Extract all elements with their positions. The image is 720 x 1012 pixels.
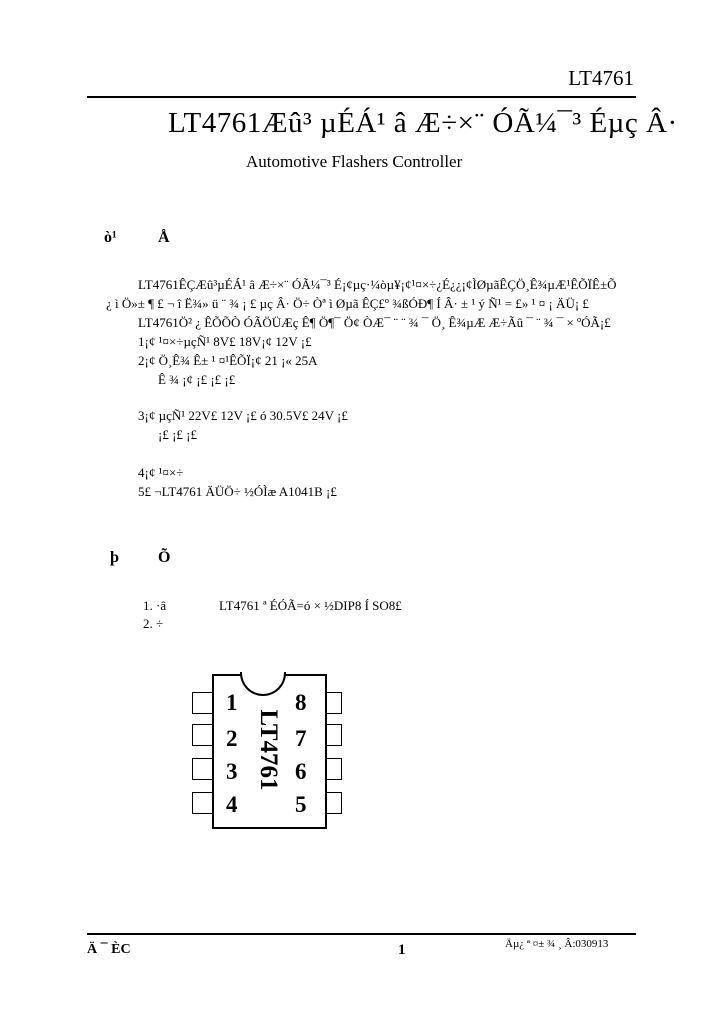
section1-line-3: LT4761Ö² ¿ ÊÕÕÒ ÓÃÖÜÆç Ê¶ Ö¶¯ Ö¢ ÒÆ¯ ¨ ¨… <box>138 315 611 330</box>
chip-label: LT4761 <box>255 709 282 791</box>
pin-3-lead <box>192 758 213 780</box>
section2-item-2-label: 2. ÷ <box>143 616 164 631</box>
chip-body <box>212 674 327 829</box>
pin-number-1: 1 <box>226 690 238 715</box>
section2-heading-right: Õ <box>158 549 171 566</box>
section2-item-1-label: 1. ·â <box>143 598 167 613</box>
section1-line-7: 3¡¢ µçÑ¹ 22V£ 12V ¡£ ó 30.5V£ 24V ¡£ <box>138 408 348 423</box>
footer-left-text: Ä ¯ ÈC <box>87 942 131 957</box>
pin-number-3: 3 <box>226 759 238 784</box>
pin-number-4: 4 <box>226 792 238 817</box>
section1-line-5: 2¡¢ Ö¸Ê¾ Ê± ¹ ¤¹ÊÕÏ¡¢ 21 ¡« 25A <box>138 353 318 368</box>
section1-line-2: ¿ ì Ö»± ¶ £ ¬ î Ë¾» ü ¨ ¾ ¡ £ µç Â· Ö÷ Ò… <box>106 296 589 311</box>
section1-line-8: ¡£ ¡£ ¡£ <box>158 427 197 442</box>
page-number: 1 <box>398 942 406 958</box>
pin-number-8: 8 <box>295 690 307 715</box>
pin-number-6: 6 <box>295 759 307 784</box>
pin-2-lead <box>192 724 213 746</box>
section1-line-9: 4¡¢ ¹¤×÷ <box>138 465 184 480</box>
footer-revision: Äµ¿ ª ¤± ¾ ¸ Â:030913 <box>505 938 609 950</box>
section2-item-1-text: LT4761 ª ÉÓÃ=ó × ½DIP8 Í SO8£ <box>219 598 402 613</box>
section1-line-1: LT4761ÊÇÆû³µÉÁ¹ â Æ÷×¨ ÓÃ¼¯³ É¡¢µç·¼òµ¥¡… <box>138 277 617 292</box>
section2-heading-left: þ <box>110 549 119 566</box>
header-rule <box>87 96 636 98</box>
pin-number-2: 2 <box>226 726 238 751</box>
pin-number-7: 7 <box>295 726 307 751</box>
document-title: LT4761Æû³ µÉÁ¹ â Æ÷×¨ ÓÃ¼¯³ Éµç Â· <box>168 107 678 139</box>
section1-line-10: 5£ ¬LT4761 ÄÜÖ÷ ½ÓÌæ A1041B ¡£ <box>138 484 337 499</box>
header-part-number: LT4761 <box>568 66 634 90</box>
footer-rule <box>87 933 636 935</box>
section1-line-6: Ê ¾ ¡¢ ¡£ ¡£ ¡£ <box>158 372 236 387</box>
section1-heading-left: ò¹ <box>104 229 117 246</box>
section1-heading-right: Å <box>158 229 170 246</box>
pin-number-5: 5 <box>295 792 307 817</box>
pin-4-lead <box>192 792 213 814</box>
pin-1-lead <box>192 692 213 714</box>
section1-line-4: 1¡¢ ¹¤×÷µçÑ¹ 8V£ 18V¡¢ 12V ¡£ <box>138 334 312 349</box>
document-subtitle: Automotive Flashers Controller <box>246 152 463 171</box>
